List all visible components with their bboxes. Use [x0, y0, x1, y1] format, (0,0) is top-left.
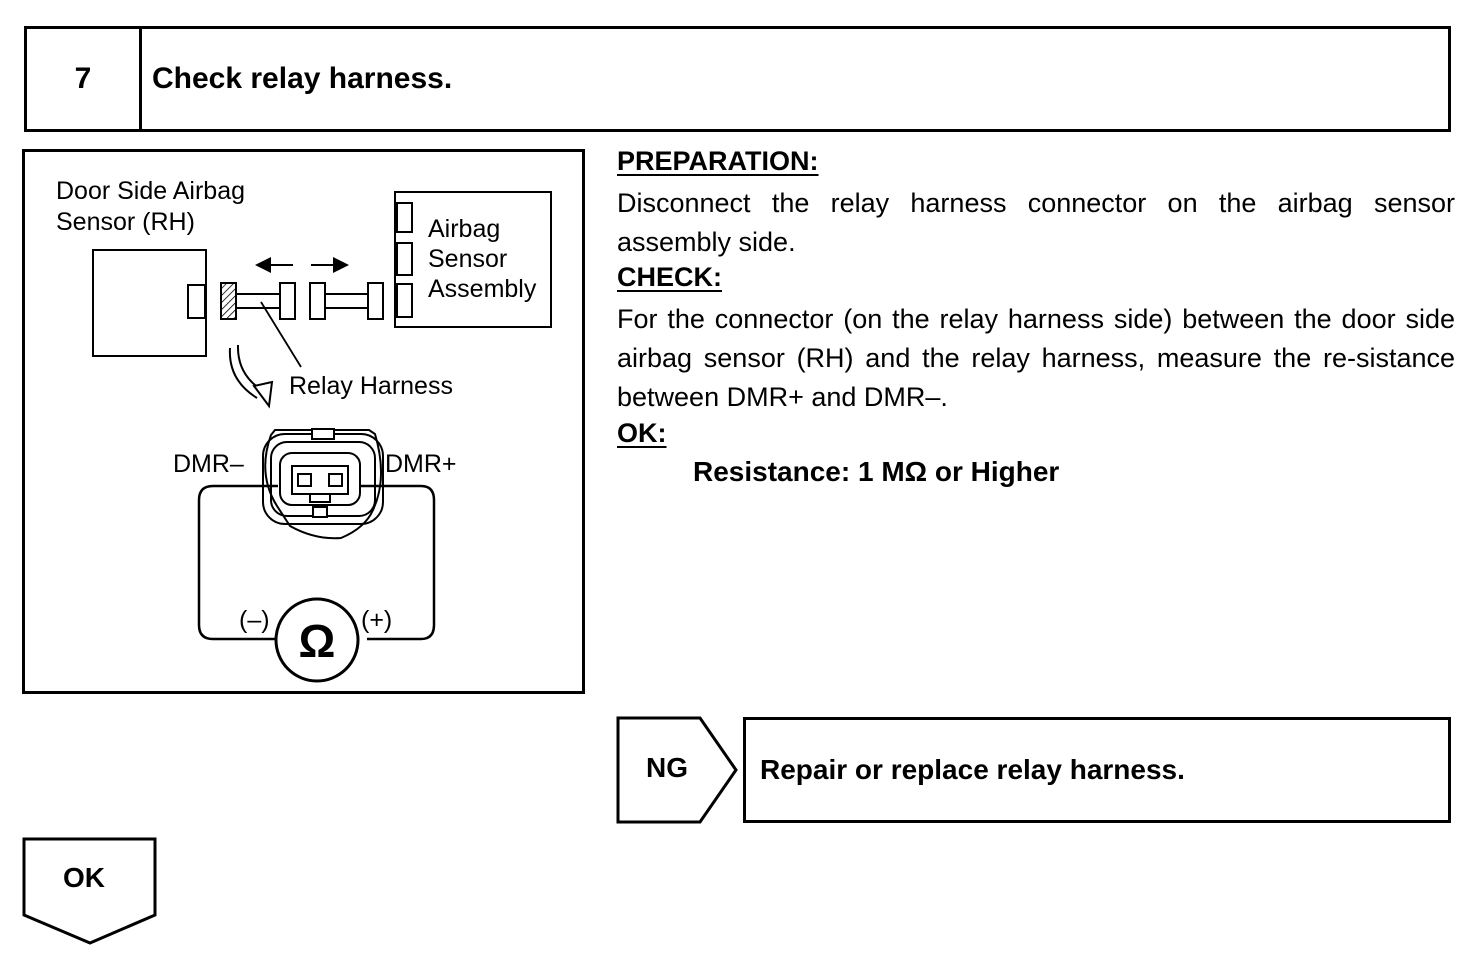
ohm-symbol: Ω: [299, 615, 336, 667]
diagram-drawing: Ω: [92, 191, 552, 683]
relay-harness-plug-left: [220, 282, 296, 320]
ng-action-text: Repair or replace relay harness.: [760, 754, 1185, 785]
airbag-assembly-label-line1: Airbag: [428, 215, 501, 243]
ng-action-box: Repair or replace relay harness.: [743, 717, 1451, 823]
airbag-sensor-assembly-box: [394, 191, 552, 328]
ok-tag-shape: [22, 837, 157, 945]
airbag-assembly-label-line2: Sensor: [428, 245, 508, 273]
preparation-text: Disconnect the relay harness connector o…: [617, 188, 1455, 257]
relay-harness-plug-right: [309, 282, 384, 320]
step-header: 7 Check relay harness.: [24, 26, 1451, 132]
check-text: For the connector (on the relay harness …: [617, 304, 1455, 412]
step-number: 7: [27, 29, 142, 129]
ohmmeter-icon: [274, 597, 360, 683]
check-heading: CHECK:: [617, 262, 722, 292]
preparation-heading: PREPARATION:: [617, 146, 819, 176]
connector-front-view: [262, 428, 384, 540]
step-title: Check relay harness.: [152, 62, 453, 95]
dmr-minus-label: DMR–: [173, 450, 244, 478]
airbag-assembly-label-line3: Assembly: [428, 275, 537, 303]
connector-diagram: Ω Door Side Airbag Sensor (RH) Airbag Se…: [22, 149, 585, 694]
relay-harness-leader: [260, 301, 302, 368]
probe-plus-label: (+): [361, 606, 393, 634]
probe-minus-label: (–): [239, 606, 270, 634]
resistance-spec: Resistance: 1 MΩ or Higher: [693, 456, 1060, 487]
dmr-plus-label: DMR+: [385, 450, 457, 478]
ng-tag-label: NG: [646, 752, 688, 783]
view-arrow: [228, 347, 258, 399]
ok-heading: OK:: [617, 418, 667, 448]
relay-harness-label: Relay Harness: [289, 372, 453, 400]
door-sensor-label-line1: Door Side Airbag: [56, 177, 246, 205]
ng-tag-shape: [616, 716, 738, 824]
test-lead-circuit: [197, 484, 436, 641]
ok-tag-label: OK: [63, 862, 105, 893]
door-sensor-label-line2: Sensor (RH): [56, 208, 195, 236]
